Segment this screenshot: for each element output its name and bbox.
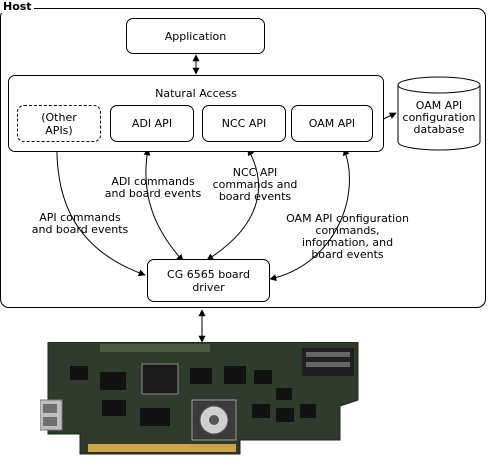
adi-api-box: ADI API [110, 105, 194, 142]
adi-api-label: ADI API [131, 117, 173, 130]
label-api-commands: API commands and board events [31, 211, 129, 236]
application-label: Application [164, 29, 227, 43]
oam-api-label: OAM API [308, 117, 356, 130]
arrow-other-apis-driver [53, 139, 146, 277]
arrow-oam-driver [269, 148, 350, 282]
label-adi-commands: ADI commands and board events [104, 175, 202, 200]
ncc-api-box: NCC API [202, 105, 286, 142]
label-oam-commands: OAM API configuration commands, informat… [286, 212, 409, 261]
driver-box: CG 6565 board driver [147, 259, 270, 302]
other-apis-label: (Other APIs) [41, 110, 77, 137]
label-ncc-commands: NCC API commands and board events [212, 166, 298, 203]
arrow-ncc-driver [206, 148, 259, 261]
arrow-adi-driver [143, 148, 184, 262]
host-label: Host [1, 0, 34, 13]
natural-access-title: Natural Access [155, 87, 237, 100]
other-apis-box: (Other APIs) [17, 105, 101, 142]
ncc-api-label: NCC API [221, 117, 267, 130]
database-label: OAM API configuration database [402, 99, 476, 136]
board-photo [40, 342, 359, 455]
driver-label: CG 6565 board driver [167, 267, 250, 294]
database-cylinder [397, 76, 481, 151]
application-box: Application [126, 18, 265, 54]
host-frame [0, 8, 486, 308]
oam-api-box: OAM API [291, 105, 373, 142]
